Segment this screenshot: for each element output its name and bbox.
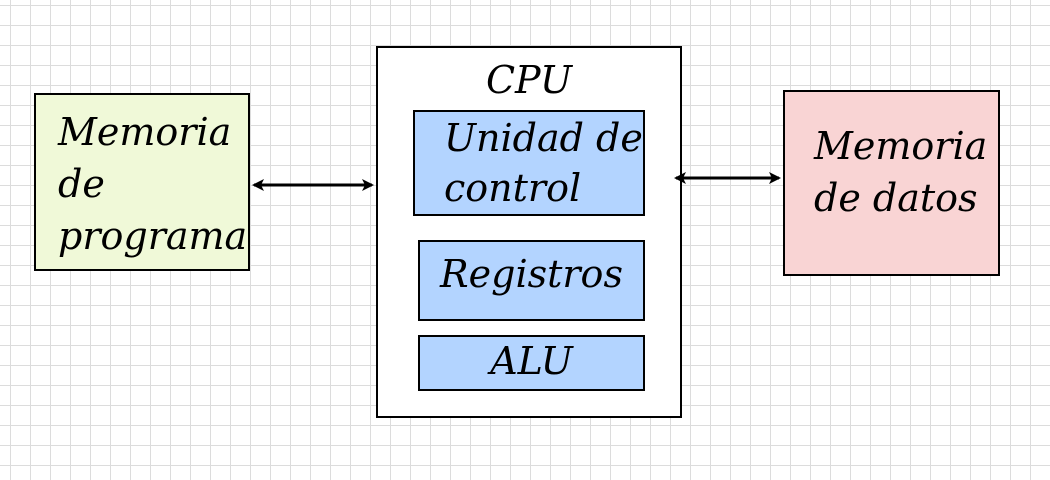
cpu-title: CPU [485, 58, 572, 102]
control-unit-line-2: control [444, 166, 582, 210]
data-memory-label: Memoria de datos [814, 120, 987, 224]
program-memory-line-3: programa [58, 214, 248, 258]
program-memory-line-1: Memoria [58, 110, 232, 154]
control-unit-label: Unidad de control [444, 113, 643, 213]
alu-label: ALU [490, 339, 573, 383]
registers-box [418, 240, 645, 321]
alu-box [418, 335, 645, 391]
control-unit-line-1: Unidad de [444, 116, 643, 160]
program-memory-label: Memoria de programa [58, 106, 247, 262]
registers-label: Registros [440, 252, 623, 296]
data-memory-line-1: Memoria [814, 124, 988, 168]
data-memory-box [783, 90, 1000, 276]
control-unit-box [413, 110, 645, 216]
data-memory-line-2: de datos [814, 176, 978, 220]
program-memory-box [34, 93, 250, 271]
program-memory-line-2: de [58, 162, 105, 206]
